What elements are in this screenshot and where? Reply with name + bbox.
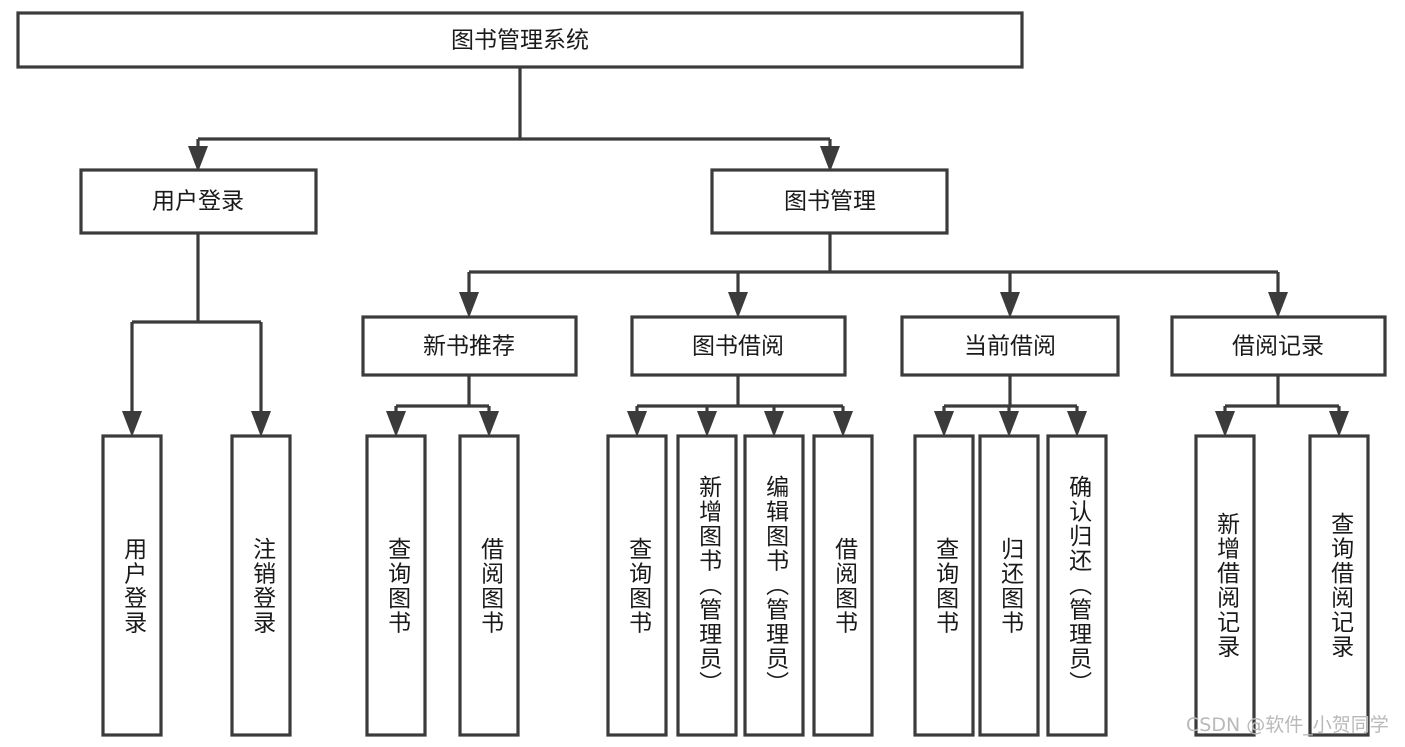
- node-leaf-query-book-1-box[interactable]: [365, 434, 427, 737]
- node-book-borrow-box[interactable]: [630, 315, 847, 377]
- node-leaf-logout-box[interactable]: [230, 434, 292, 737]
- connector-group: [122, 67, 1349, 437]
- node-book-manage-box[interactable]: [710, 168, 949, 235]
- arrowhead-borrow-record: [1268, 292, 1288, 318]
- node-leaf-borrow-book-2-box[interactable]: [812, 434, 874, 737]
- csdn-watermark: CSDN @软件_小贺同学: [1186, 714, 1389, 736]
- node-leaf-query-book-3-box[interactable]: [913, 434, 975, 737]
- node-current-borrow-box[interactable]: [900, 315, 1120, 377]
- arrowhead-current-borrow: [1000, 292, 1020, 318]
- arrowhead-new-book-rec: [459, 292, 479, 318]
- arrowhead-leaf-return-book: [999, 411, 1019, 437]
- arrowhead-book-manage: [820, 146, 840, 172]
- node-current-borrow-label: 当前借阅: [964, 334, 1056, 360]
- arrowhead-leaf-edit-book: [764, 411, 784, 437]
- arrowhead-leaf-add-book: [697, 411, 717, 437]
- node-borrow-record-label: 借阅记录: [1232, 334, 1324, 360]
- node-borrow-record-box[interactable]: [1170, 315, 1387, 377]
- arrowhead-leaf-logout: [251, 411, 271, 437]
- node-current-borrow[interactable]: 当前借阅: [900, 315, 1120, 377]
- arrowhead-leaf-query-book-2: [627, 411, 647, 437]
- arrowhead-leaf-confirm-return: [1067, 411, 1087, 437]
- node-leaf-borrow-book-1-box[interactable]: [458, 434, 520, 737]
- node-root[interactable]: 图书管理系统: [16, 11, 1024, 69]
- node-leaf-edit-book-box[interactable]: [743, 434, 805, 737]
- node-borrow-record[interactable]: 借阅记录: [1170, 315, 1387, 377]
- node-leaf-add-book-box[interactable]: [676, 434, 738, 737]
- node-user-login-label: 用户登录: [152, 189, 244, 215]
- arrowhead-user-login: [188, 146, 208, 172]
- node-user-login[interactable]: 用户登录: [79, 168, 318, 235]
- leaf-node-boxes: [101, 434, 1370, 737]
- node-leaf-query-book-2-box[interactable]: [606, 434, 668, 737]
- arrowhead-leaf-add-record: [1215, 411, 1235, 437]
- node-book-borrow-label: 图书借阅: [692, 334, 784, 360]
- node-leaf-return-book-box[interactable]: [978, 434, 1040, 737]
- node-leaf-confirm-return-box[interactable]: [1046, 434, 1108, 737]
- node-book-manage-label: 图书管理: [784, 189, 876, 215]
- arrowhead-leaf-query-record: [1329, 411, 1349, 437]
- arrowhead-book-borrow: [728, 292, 748, 318]
- node-user-login-box[interactable]: [79, 168, 318, 235]
- node-leaf-add-record-box[interactable]: [1194, 434, 1256, 737]
- node-leaf-query-record-box[interactable]: [1308, 434, 1370, 737]
- node-new-book-rec[interactable]: 新书推荐: [361, 315, 578, 377]
- node-new-book-rec-label: 新书推荐: [423, 334, 515, 360]
- node-root-label: 图书管理系统: [451, 28, 589, 54]
- node-book-borrow[interactable]: 图书借阅: [630, 315, 847, 377]
- arrowhead-leaf-query-book-3: [934, 411, 954, 437]
- arrowhead-leaf-borrow-book-1: [479, 411, 499, 437]
- node-leaf-user-login-box[interactable]: [101, 434, 163, 737]
- node-book-manage[interactable]: 图书管理: [710, 168, 949, 235]
- node-new-book-rec-box[interactable]: [361, 315, 578, 377]
- arrowhead-leaf-borrow-book-2: [833, 411, 853, 437]
- arrowhead-leaf-user-login: [122, 411, 142, 437]
- arrowhead-leaf-query-book-1: [386, 411, 406, 437]
- node-root-box[interactable]: [16, 11, 1024, 69]
